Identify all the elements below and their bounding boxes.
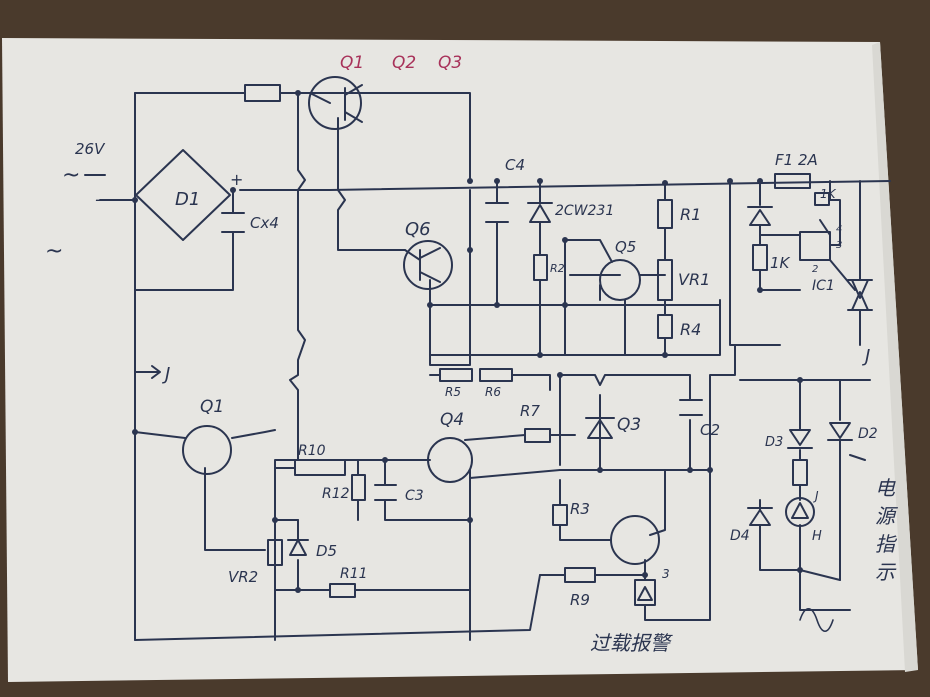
label-pin2: 2	[812, 264, 818, 275]
label-1k-top: 1K	[820, 187, 837, 201]
label-cx4: Cx4	[250, 214, 279, 232]
capacitor-cx4	[221, 212, 245, 233]
label-lamp-h: H	[812, 529, 822, 544]
label-pin3: 3	[836, 240, 842, 251]
transistor-q5	[599, 259, 641, 301]
resistor-r3	[552, 504, 568, 526]
label-ac-bottom: ~	[45, 239, 63, 264]
label-plus: +	[230, 170, 243, 189]
resistor-r2	[533, 254, 548, 281]
label-r10: R10	[298, 443, 326, 459]
resistor-d3-series	[792, 459, 808, 486]
label-r2: R2	[550, 262, 565, 275]
diode-d5	[289, 539, 307, 556]
transistor-q6	[403, 240, 453, 290]
transistor-alarm	[610, 515, 660, 565]
label-r9: R9	[570, 591, 590, 609]
label-q6: Q6	[405, 219, 431, 240]
label-lamp-j: J	[813, 489, 819, 503]
label-j-left: J	[162, 364, 170, 385]
capacitor-c2	[679, 399, 703, 416]
label-r4: R4	[680, 320, 701, 339]
indicator-lamp-h	[785, 497, 815, 527]
resistor-1k	[752, 244, 768, 271]
protect-diode	[749, 209, 771, 226]
scr-q3	[587, 419, 613, 439]
label-power-indicator: 电 源 指 示	[875, 476, 901, 584]
resistor-top	[244, 84, 281, 102]
label-d1: D1	[175, 189, 200, 210]
transistor-q1	[182, 425, 232, 475]
labels: Q1 Q2 Q3 26V ~ ~ - + D1 Cx4 C4 2CW231 R1…	[45, 53, 878, 655]
resistor-1k-top	[814, 192, 830, 206]
power-indicator-label: 电 源 指 示	[875, 476, 901, 584]
label-vr2: VR2	[228, 568, 258, 586]
fuse-f1	[774, 173, 811, 189]
label-r3: R3	[570, 500, 590, 518]
wiring	[84, 92, 891, 641]
triac	[847, 279, 873, 311]
resistor-r11	[329, 583, 356, 598]
potentiometer-vr2	[267, 539, 283, 566]
junction-dots	[132, 90, 803, 593]
alarm-led	[634, 579, 656, 606]
diode-d3	[789, 429, 811, 446]
transistor-q4	[427, 437, 473, 483]
label-fuse: F1 2A	[775, 151, 818, 169]
label-q3-lower: Q3	[617, 415, 641, 435]
capacitor-c4	[485, 202, 509, 223]
label-ic1: IC1	[812, 278, 835, 294]
paper-sheet	[2, 38, 918, 682]
resistor-r7	[524, 428, 551, 443]
diode-d4	[749, 509, 771, 526]
resistor-r12	[351, 474, 366, 501]
label-pin4: 4	[836, 224, 842, 235]
label-q1-header: Q1	[340, 53, 364, 73]
diode-d2	[829, 422, 851, 439]
label-r5: R5	[445, 385, 461, 399]
components	[135, 76, 873, 606]
label-d3: D3	[765, 435, 783, 450]
label-overload-alarm: 过载报警	[590, 631, 673, 655]
bridge-rectifier-d1	[135, 149, 231, 241]
capacitor-c3	[374, 484, 397, 501]
label-1k: 1K	[770, 254, 791, 272]
label-d2: D2	[858, 426, 878, 442]
label-r12: R12	[322, 486, 350, 502]
label-ac-top: ~	[62, 163, 80, 188]
label-r7: R7	[520, 402, 540, 420]
resistor-r1	[657, 199, 673, 229]
ic1-optocoupler	[799, 231, 831, 261]
transistor-q1q2q3	[308, 76, 362, 130]
label-d4: D4	[730, 528, 750, 544]
potentiometer-vr1	[657, 259, 673, 301]
resistor-r10	[294, 459, 346, 476]
label-q5: Q5	[615, 238, 636, 256]
paper-edge-shadow	[872, 42, 918, 672]
resistor-r5	[439, 368, 473, 382]
label-r1: R1	[680, 205, 701, 224]
label-r11: R11	[340, 566, 368, 582]
resistor-r9	[564, 567, 596, 583]
label-c3: C3	[405, 488, 424, 504]
label-q2-header: Q2	[392, 53, 416, 73]
label-j-right: J	[862, 346, 870, 367]
label-26v: 26V	[75, 140, 106, 158]
label-r6: R6	[485, 385, 501, 399]
label-c2: C2	[700, 421, 720, 439]
resistor-r4	[657, 314, 673, 339]
label-q4: Q4	[440, 410, 464, 430]
resistor-r6	[479, 368, 513, 382]
label-vr1: VR1	[678, 270, 710, 289]
label-q1-lower: Q1	[200, 397, 224, 417]
label-c4: C4	[505, 156, 525, 174]
label-zener: 2CW231	[555, 203, 614, 219]
label-d5: D5	[316, 542, 337, 560]
label-q3-header: Q3	[438, 53, 462, 73]
zener-diode	[529, 204, 551, 223]
label-alarm-pin3: 3	[662, 567, 670, 581]
label-minus: -	[95, 189, 102, 210]
